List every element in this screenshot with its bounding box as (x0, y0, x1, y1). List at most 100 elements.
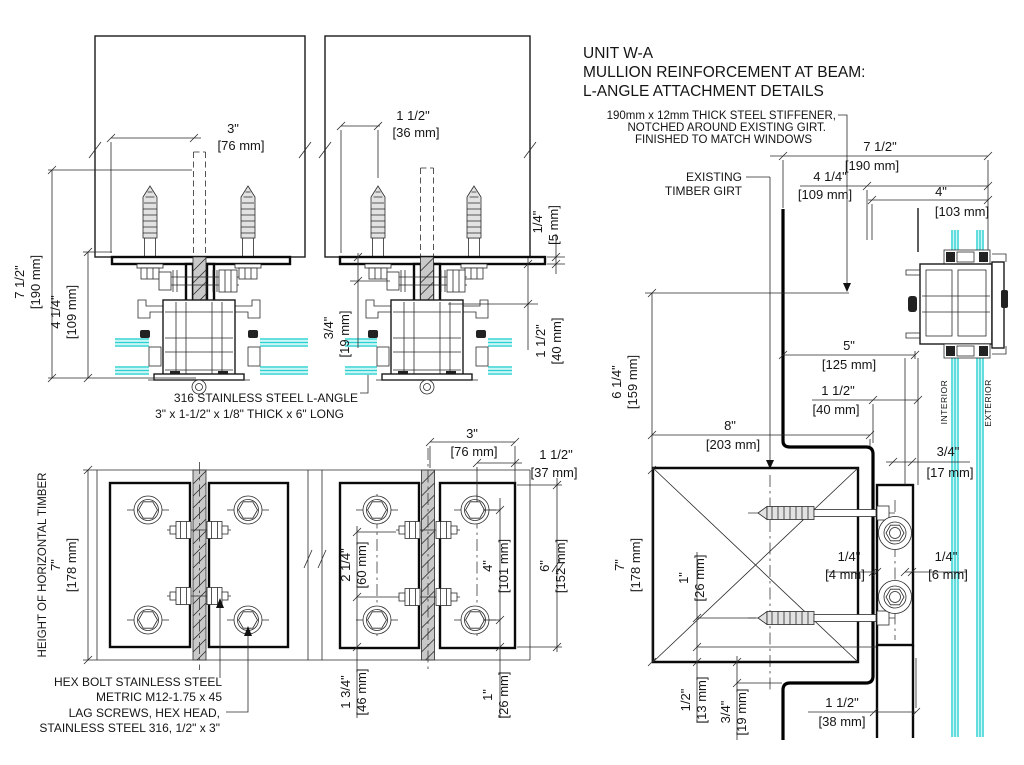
l-angle-horizontal-leg (338, 255, 547, 266)
dim-text: [190 mm] (28, 255, 43, 309)
break-marks (88, 141, 312, 159)
dim-text: 1 1/2" (825, 695, 859, 710)
break-marks (318, 141, 537, 159)
dim-d-top: 3" [76 mm] 1 1/2" [37 mm] (425, 426, 578, 502)
dim-text: 7 1/2" (863, 139, 897, 154)
glass-units (115, 338, 308, 375)
dim-b-right: 1 1/2" [40 mm] (448, 258, 564, 364)
dim-text: [4 mm] (825, 567, 865, 582)
l-angle-label: 3" x 1-1/2" x 1/8" THICK x 6" LONG (155, 407, 344, 421)
plate-edges-below (875, 645, 915, 738)
dim-text: 1" (676, 572, 691, 584)
lag-screw (466, 185, 482, 258)
dim-text: [26 mm] (692, 555, 707, 602)
dim-text: 1/2" (678, 688, 693, 711)
dim-e-mid-widths: 5" [125 mm] 1 1/2" [40 mm] (778, 338, 923, 443)
dim-text: [5 mm] (546, 205, 561, 245)
dim-text: [19 mm] (337, 311, 352, 358)
glass-panes (951, 230, 984, 737)
hex-bolt-face (878, 516, 912, 550)
stiffener-note: FINISHED TO MATCH WINDOWS (635, 134, 812, 146)
l-angle-label: 316 STAINLESS STEEL L-ANGLE (174, 391, 358, 405)
stiffener-note-callout: 190mm x 12mm THICK STEEL STIFFENER, NOTC… (607, 110, 851, 292)
title-line-3: L-ANGLE ATTACHMENT DETAILS (583, 83, 824, 100)
dim-text: [103 mm] (935, 204, 989, 219)
hex-bolt-callout: HEX BOLT STAINLESS STEEL METRIC M12-1.75… (54, 598, 224, 704)
dim-text: 1/4" (935, 549, 958, 564)
section-view-a: 3" [76 mm] 7 1/2" [190 mm] 4 1/4" [109 m… (12, 35, 369, 421)
dim-a-heights: 7 1/2" [190 mm] 4 1/4" [109 mm] (12, 165, 196, 383)
lag-screw (240, 185, 256, 258)
dim-text: 1/4" (530, 210, 545, 233)
title-line-1: UNIT W-A (583, 45, 654, 62)
stiffener-note: NOTCHED AROUND EXISTING GIRT. (627, 122, 826, 134)
dim-e-small: 3/4" [17 mm] 1/4" [4 mm] 1/4" [6 mm] (825, 444, 973, 582)
dim-text: [152 mm] (553, 539, 568, 593)
glass-units (345, 338, 512, 375)
dim-d-left: 2 1/4" [60 mm] 1 3/4" [46 mm] (338, 526, 396, 718)
dim-d-right-inner: 4" [101 mm] 1" [26 mm] (480, 498, 511, 718)
dim-text: [19 mm] (734, 689, 749, 736)
dim-text: [101 mm] (496, 539, 511, 593)
dim-text: [178 mm] (628, 538, 643, 592)
dim-text: 6 1/4" (609, 365, 624, 399)
dim-text: [159 mm] (625, 355, 640, 409)
timber-beam-outline (324, 35, 531, 258)
dim-text: [60 mm] (354, 542, 369, 589)
dim-text: 3" (466, 426, 478, 441)
dim-text: 4 1/4" (813, 169, 847, 184)
dim-c-height: 7" [178 mm] HEIGHT OF HORIZONTAL TIMBER (37, 465, 97, 665)
height-timber-label: HEIGHT OF HORIZONTAL TIMBER (37, 473, 49, 658)
existing-girt-label: EXISTING (686, 170, 742, 184)
dim-text: 7" (48, 559, 63, 571)
dim-text: [37 mm] (531, 465, 578, 480)
break-marks (303, 549, 327, 569)
timber-beam-outline (94, 35, 306, 258)
dim-a-width: 3" [76 mm] (106, 121, 264, 253)
dim-text: [26 mm] (496, 672, 511, 719)
dim-text: [17 mm] (927, 465, 974, 480)
lag-screw (370, 185, 386, 258)
dim-text: 1 1/2" (539, 447, 573, 462)
dim-d-right-outer: 6" [152 mm] (517, 478, 568, 652)
dim-text: 6" (537, 560, 552, 572)
mullion-section (365, 299, 489, 395)
dim-text: 3" (227, 121, 239, 136)
existing-girt-callout: EXISTING TIMBER GIRT (665, 170, 774, 692)
exterior-label: EXTERIOR (983, 379, 993, 426)
dim-text: [178 mm] (64, 538, 79, 592)
dim-text: 3/4" (718, 700, 733, 723)
dim-text: [46 mm] (354, 669, 369, 716)
l-angle-vertical-leg (184, 262, 195, 304)
dim-text: [109 mm] (64, 285, 79, 339)
dim-text: [76 mm] (451, 444, 498, 459)
dim-b-quarter: 1/4" [5 mm] (530, 205, 565, 274)
dim-text: 5" (843, 338, 855, 353)
section-view-b: 1 1/2" [36 mm] 1/4" [5 mm] 3/4" [19 mm] … (318, 35, 565, 395)
dim-text: [40 mm] (813, 402, 860, 417)
dim-text: [38 mm] (819, 714, 866, 729)
dim-text: 4" (480, 560, 495, 572)
dim-b-left: 3/4" [19 mm] (321, 252, 390, 358)
dim-text: 1" (480, 689, 495, 701)
dim-text: 4 1/4" (48, 295, 63, 329)
hidden-stiffener-lines (193, 151, 206, 257)
lag-screw-label: STAINLESS STEEL 316, 1/2" x 3" (39, 721, 220, 735)
dim-text: 1 3/4" (338, 675, 353, 709)
mullion-section (137, 299, 261, 395)
l-angle-callout: 316 STAINLESS STEEL L-ANGLE 3" x 1-1/2" … (155, 372, 369, 421)
dim-text: [125 mm] (822, 357, 876, 372)
dim-text: 8" (724, 418, 736, 433)
girt-cross-marks (652, 467, 859, 663)
dim-text: 3/4" (937, 444, 960, 459)
dim-text: 1 1/2" (396, 108, 430, 123)
screw-head (876, 505, 890, 521)
plan-views: 7" [178 mm] HEIGHT OF HORIZONTAL TIMBER … (37, 426, 577, 735)
window-mullion-section (905, 230, 1008, 737)
title-line-2: MULLION REINFORCEMENT AT BEAM: (583, 64, 866, 81)
hidden-stiffener-lines (420, 167, 434, 257)
lag-screw-callout: LAG SCREWS, HEX HEAD, STAINLESS STEEL 31… (39, 626, 252, 735)
dim-text: [109 mm] (798, 187, 852, 202)
hex-bolt-label: HEX BOLT STAINLESS STEEL (54, 675, 222, 689)
